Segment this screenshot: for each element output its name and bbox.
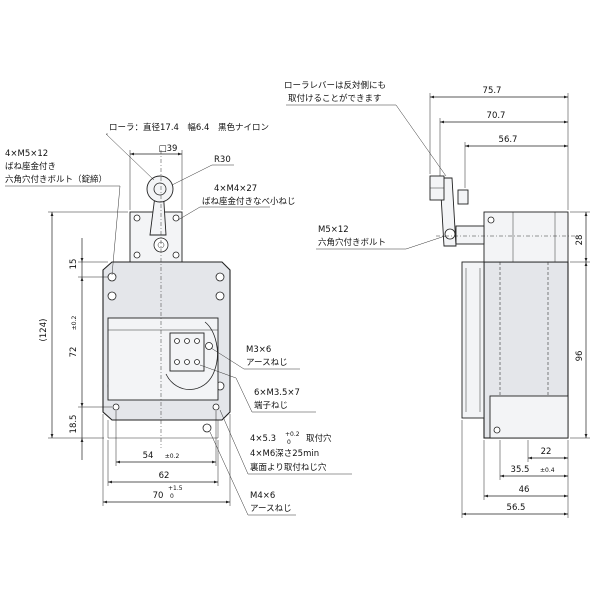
- body-screw-tr: [215, 272, 225, 282]
- side-shaft: [455, 225, 485, 245]
- m4-label-2: ばね座金付きなべ小ねじ: [202, 196, 296, 207]
- dim-15: 15: [69, 259, 79, 270]
- roller-hub: [153, 182, 167, 196]
- roller-label: ローラ：直径17.4 幅6.4 黒色ナイロン: [109, 122, 269, 133]
- terminal-arc: [165, 321, 218, 390]
- dim-square-39: □39: [159, 144, 178, 154]
- dim-124: (124): [39, 319, 49, 342]
- dim-54: 54: [143, 451, 154, 461]
- front-view: [102, 150, 231, 448]
- dim-72: 72: [69, 347, 79, 358]
- head-screw-tl: [133, 214, 141, 222]
- m5-side-label-2: 六角穴付きボルト: [318, 237, 386, 248]
- side-screw-top: [487, 216, 495, 224]
- head-screw-bl: [133, 251, 141, 259]
- side-view: [429, 175, 580, 439]
- dim-70: 70: [153, 491, 164, 501]
- m4-earth-label-2: アースねじ: [250, 504, 292, 514]
- side-screw-bottom: [493, 426, 501, 434]
- front-labels: ローラ：直径17.4 幅6.4 黒色ナイロン R30 4×M5×12 ばね座金付…: [5, 122, 352, 516]
- mount-m6-label-1: 4×M6深さ25min: [250, 449, 319, 459]
- lever-note-1: ローラレバーは反対側にも: [284, 80, 386, 91]
- terminal-label-2: 端子ねじ: [254, 400, 288, 411]
- lever-note-2: 取付けることができます: [288, 93, 382, 104]
- side-labels: ローラレバーは反対側にも 取付けることができます M5×12 六角穴付きボルト: [284, 80, 447, 250]
- dim-70-tol-up: +1.5: [168, 485, 183, 492]
- dim-18-5: 18.5: [69, 415, 79, 434]
- mount-hole-tol-up: +0.2: [285, 431, 300, 438]
- earth-screw-m3: [205, 342, 213, 350]
- base-plate: [107, 420, 219, 439]
- side-cover-lines: [465, 268, 481, 412]
- roller: [146, 175, 174, 203]
- dim-70-tol-dn: 0: [170, 493, 174, 500]
- dim-22: 22: [541, 447, 552, 457]
- head-screw-br: [172, 251, 180, 259]
- head-screw-tr: [172, 214, 180, 222]
- mount-hole-label-1: 4×5.3: [250, 434, 276, 444]
- m4-label-1: 4×M4×27: [214, 184, 257, 194]
- dim-35-5: 35.5: [511, 465, 530, 475]
- m4-earth-label-1: M4×6: [250, 491, 275, 501]
- side-head-block: [483, 211, 569, 263]
- mount-hole-br: [212, 403, 220, 411]
- dim-56-7: 56.7: [499, 135, 518, 145]
- mount-m6-label-2: 裏面より取付ねじ穴: [250, 462, 327, 473]
- dim-46: 46: [519, 485, 530, 495]
- side-lever-bolt: [444, 228, 456, 240]
- m3-label-1: M3×6: [246, 345, 271, 355]
- dim-28: 28: [575, 235, 585, 246]
- terminal-label-1: 6×M3.5×7: [254, 388, 300, 398]
- dim-56-5: 56.5: [507, 503, 526, 513]
- body-screw-mr: [215, 291, 225, 301]
- mount-hole-label-2: 取付穴: [306, 433, 332, 444]
- front-dimensions: (124) 72 ±0.2 15 18.5 54 ±0.2 62 70 +1.5…: [39, 144, 231, 506]
- bolt-spring-label-2: ばね座金付き: [5, 161, 56, 172]
- dim-35-5-tol: ±0.4: [540, 467, 555, 474]
- dim-70-7: 70.7: [487, 111, 506, 121]
- terminal-screws: [174, 338, 200, 365]
- side-front-cover: [461, 261, 485, 419]
- dim-75-7: 75.7: [483, 86, 502, 96]
- side-base: [489, 395, 569, 439]
- side-head-lines: [512, 212, 556, 262]
- dim-62: 62: [159, 471, 170, 481]
- dim-54-tol: ±0.2: [165, 453, 180, 460]
- dim-96: 96: [575, 351, 585, 362]
- side-lever-hub: [457, 189, 469, 205]
- mount-hole-bl: [112, 403, 120, 411]
- dim-72-tol: ±0.2: [71, 316, 78, 331]
- bolt-spring-label-3: 六角穴付きボルト（錠締）: [5, 174, 107, 185]
- m5-side-label-1: M5×12: [318, 225, 349, 235]
- earth-screw-m4: [202, 423, 212, 433]
- body-screw-ml: [107, 291, 117, 301]
- bolt-spring-label-1: 4×M5×12: [5, 149, 48, 159]
- m3-label-2: アースねじ: [246, 358, 288, 368]
- mount-hole-tol-dn: 0: [287, 439, 291, 446]
- r30-label: R30: [214, 155, 231, 165]
- side-dimensions: 75.7 70.7 56.7 28 96 22 35.5 ±0.4 46 56.…: [429, 86, 590, 518]
